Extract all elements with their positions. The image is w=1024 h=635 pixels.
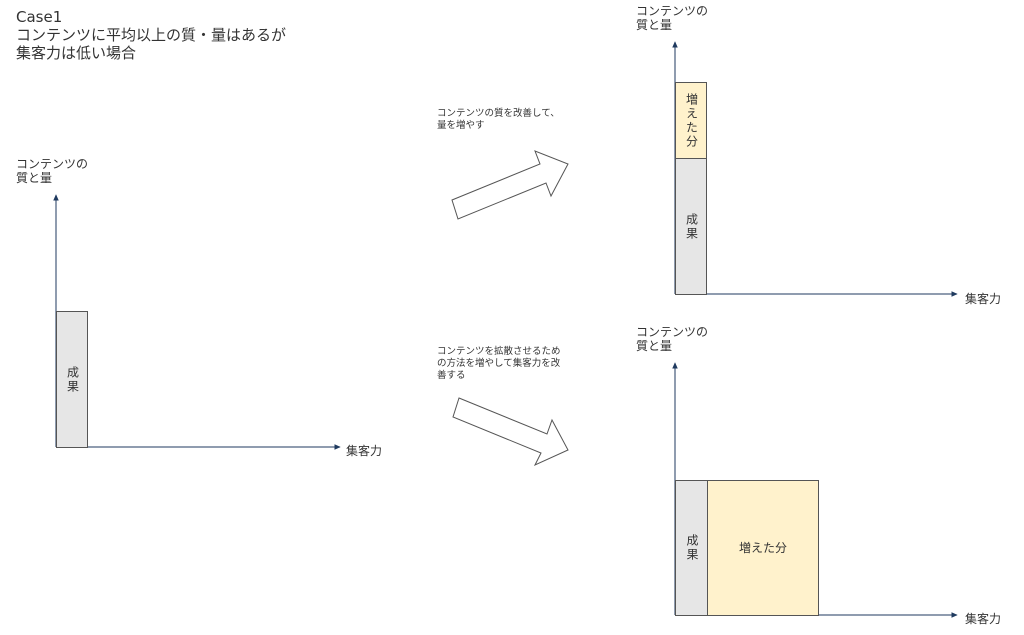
top-x-axis-label: 集客力 bbox=[965, 292, 1002, 306]
left-x-axis-label: 集客力 bbox=[346, 444, 383, 458]
bottom-note-line2: の方法を増やして集客力を改 bbox=[437, 358, 561, 369]
case-title: Case1 コンテンツに平均以上の質・量はあるが 集客力は低い場合 bbox=[16, 8, 286, 62]
bottom-increase-box: 増えた分 bbox=[707, 480, 819, 616]
top-note-line2: 量を増やす bbox=[437, 120, 485, 131]
bottom-note-line3: 善する bbox=[437, 370, 466, 381]
case-title-line2: コンテンツに平均以上の質・量はあるが bbox=[16, 26, 287, 44]
case-title-line1: Case1 bbox=[16, 8, 63, 26]
block-arrow-up-right bbox=[451, 150, 569, 220]
left-result-box: 成果 bbox=[56, 311, 88, 448]
top-note-line1: コンテンツの質を改善して、 bbox=[437, 108, 560, 119]
case-title-line3: 集客力は低い場合 bbox=[16, 44, 137, 62]
bottom-note: コンテンツを拡散させるため の方法を増やして集客力を改 善する bbox=[437, 346, 561, 382]
left-y-axis-label: コンテンツの 質と量 bbox=[16, 157, 88, 185]
top-increase-box: 増えた分 bbox=[675, 82, 707, 159]
block-arrow-down-right bbox=[452, 397, 569, 467]
left-y-axis-label-line2: 質と量 bbox=[16, 171, 53, 185]
top-note: コンテンツの質を改善して、 量を増やす bbox=[437, 108, 560, 132]
left-result-label: 成果 bbox=[65, 365, 80, 394]
top-y-axis-label: コンテンツの 質と量 bbox=[636, 4, 708, 32]
top-y-axis-label-line2: 質と量 bbox=[636, 18, 673, 32]
bottom-x-axis-label: 集客力 bbox=[965, 612, 1002, 626]
top-result-label: 成果 bbox=[684, 212, 699, 241]
bottom-increase-label: 増えた分 bbox=[738, 540, 787, 555]
bottom-result-label: 成果 bbox=[685, 534, 699, 562]
left-y-axis-label-line1: コンテンツの bbox=[16, 157, 89, 171]
bottom-result-box: 成果 bbox=[675, 480, 708, 616]
top-y-axis-label-line1: コンテンツの bbox=[636, 4, 709, 18]
bottom-note-line1: コンテンツを拡散させるため bbox=[437, 346, 561, 357]
top-result-box: 成果 bbox=[675, 158, 707, 295]
bottom-y-axis-label-line1: コンテンツの bbox=[636, 325, 709, 339]
bottom-y-axis-label: コンテンツの 質と量 bbox=[636, 325, 708, 353]
top-increase-label: 増えた分 bbox=[684, 92, 699, 149]
bottom-y-axis-label-line2: 質と量 bbox=[636, 339, 673, 353]
